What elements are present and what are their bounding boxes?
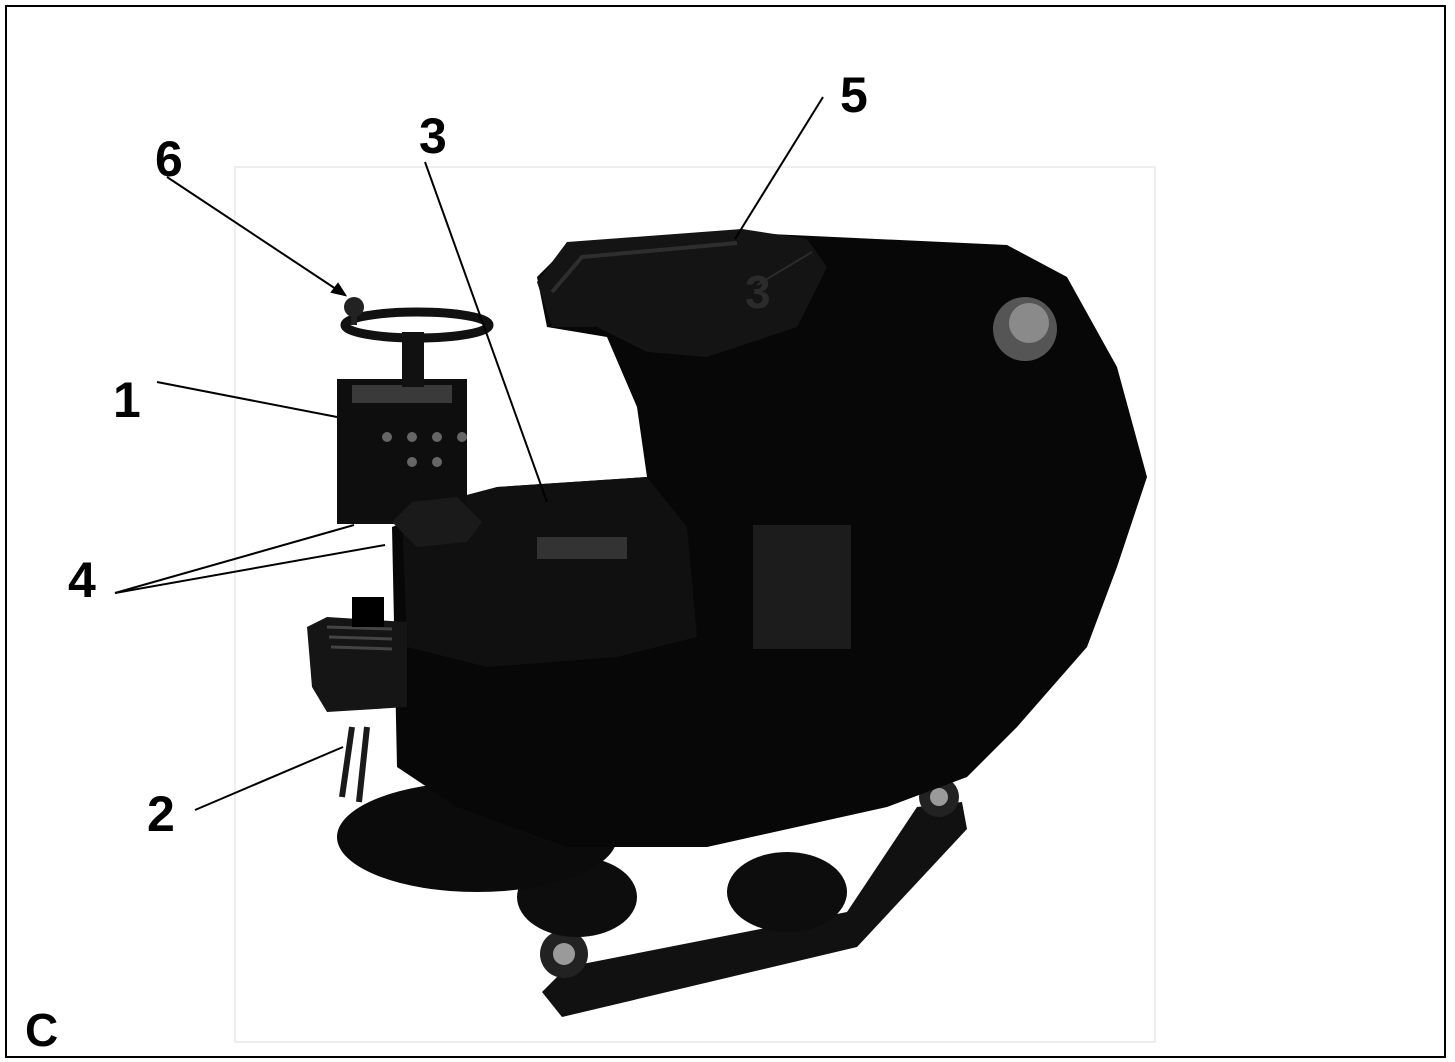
seat-edge bbox=[550, 241, 738, 294]
leader-6 bbox=[166, 176, 346, 296]
steering-column bbox=[402, 332, 424, 387]
callout-4: 4 bbox=[68, 552, 96, 608]
callout-3-seat: 3 bbox=[745, 266, 771, 318]
pedal-block bbox=[352, 597, 384, 627]
leader-3-seat bbox=[756, 251, 813, 286]
control-knob-icon bbox=[457, 432, 467, 442]
switch-panel bbox=[537, 537, 627, 559]
wheel-hub-icon bbox=[553, 943, 575, 965]
leader-lines bbox=[114, 96, 824, 811]
background-gap bbox=[347, 525, 385, 600]
control-knob-icon bbox=[432, 457, 442, 467]
cap-icon bbox=[1009, 303, 1049, 343]
callout-3-top: 3 bbox=[419, 108, 447, 164]
callout-5: 5 bbox=[840, 67, 868, 123]
control-knob-icon bbox=[432, 432, 442, 442]
foot-pedal-box bbox=[307, 617, 407, 712]
leader-4a bbox=[114, 524, 355, 594]
squeegee bbox=[542, 802, 967, 1017]
hand-grip bbox=[392, 497, 482, 547]
arrowhead-icon bbox=[330, 282, 348, 297]
pedal-grip bbox=[330, 645, 393, 651]
ride-on-scrubber-illustration bbox=[114, 96, 1156, 1043]
seat bbox=[537, 229, 827, 357]
control-knob-icon bbox=[407, 457, 417, 467]
pedal-linkage bbox=[339, 726, 370, 803]
photo-backdrop bbox=[234, 166, 1156, 1043]
leader-2 bbox=[194, 746, 344, 811]
leader-3-top bbox=[424, 161, 548, 503]
pedal-grip bbox=[328, 635, 393, 641]
callout-6: 6 bbox=[155, 131, 183, 187]
wheel-hub-icon bbox=[930, 788, 948, 806]
control-display bbox=[352, 385, 452, 403]
label-plate bbox=[753, 525, 851, 649]
leader-4b bbox=[114, 544, 386, 594]
control-knob-icon bbox=[382, 432, 392, 442]
knob-stem bbox=[351, 307, 357, 325]
steering-wheel bbox=[340, 307, 494, 343]
figure-frame: 6 3 5 3 1 4 2 C bbox=[5, 5, 1446, 1058]
leader-5 bbox=[734, 96, 824, 240]
control-knob-icon bbox=[407, 432, 417, 442]
leader-1 bbox=[156, 381, 338, 418]
pedal-grip bbox=[326, 625, 393, 631]
panel-label: C bbox=[25, 1004, 59, 1056]
callout-2: 2 bbox=[147, 786, 175, 842]
callout-1: 1 bbox=[113, 372, 141, 428]
rear-wheel-right bbox=[727, 852, 847, 932]
